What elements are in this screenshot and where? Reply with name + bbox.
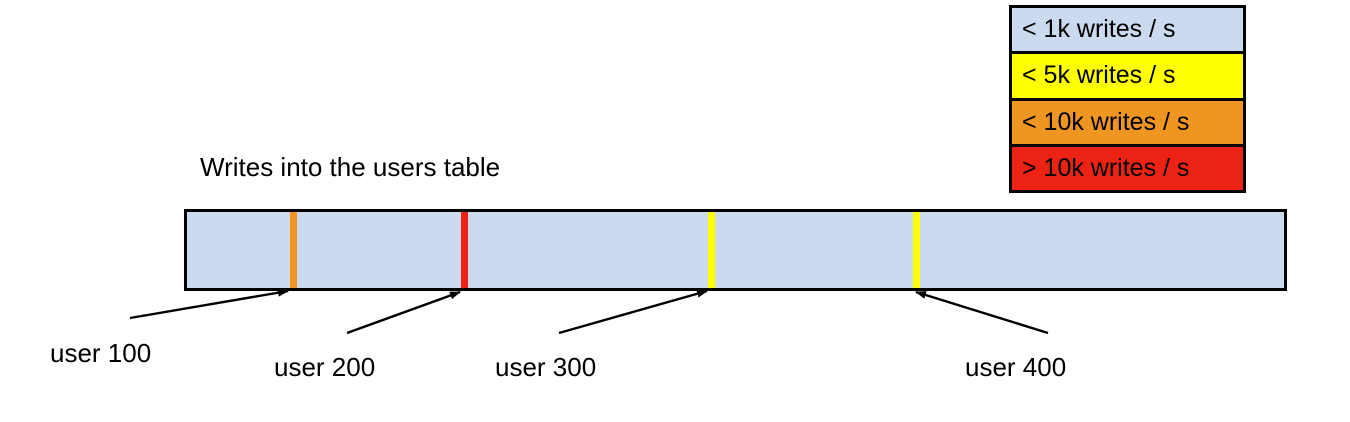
- legend: < 1k writes / s < 5k writes / s < 10k wr…: [1009, 5, 1246, 193]
- legend-item-under-10k: < 10k writes / s: [1012, 100, 1243, 147]
- marker-user-300: [708, 212, 715, 288]
- label-user-300: user 300: [495, 352, 597, 382]
- arrow-user-300: [558, 289, 708, 335]
- legend-item-under-5k: < 5k writes / s: [1012, 54, 1243, 101]
- users-table-bar: [184, 209, 1287, 291]
- chart-title: Writes into the users table: [200, 152, 501, 182]
- label-user-100: user 100: [50, 338, 152, 368]
- legend-item-label: < 1k writes / s: [1022, 15, 1176, 44]
- legend-item-label: > 10k writes / s: [1022, 153, 1190, 182]
- arrow-user-400: [915, 290, 1049, 335]
- label-user-200: user 200: [274, 352, 376, 382]
- marker-user-100: [290, 212, 297, 288]
- arrow-user-200: [346, 290, 461, 335]
- marker-user-400: [913, 212, 920, 288]
- legend-item-label: < 10k writes / s: [1022, 107, 1190, 136]
- legend-item-under-1k: < 1k writes / s: [1012, 8, 1243, 55]
- legend-item-label: < 5k writes / s: [1022, 61, 1176, 90]
- legend-item-over-10k: > 10k writes / s: [1012, 146, 1243, 190]
- arrow-user-100: [129, 288, 289, 320]
- marker-user-200: [461, 212, 468, 288]
- label-user-400: user 400: [965, 352, 1067, 382]
